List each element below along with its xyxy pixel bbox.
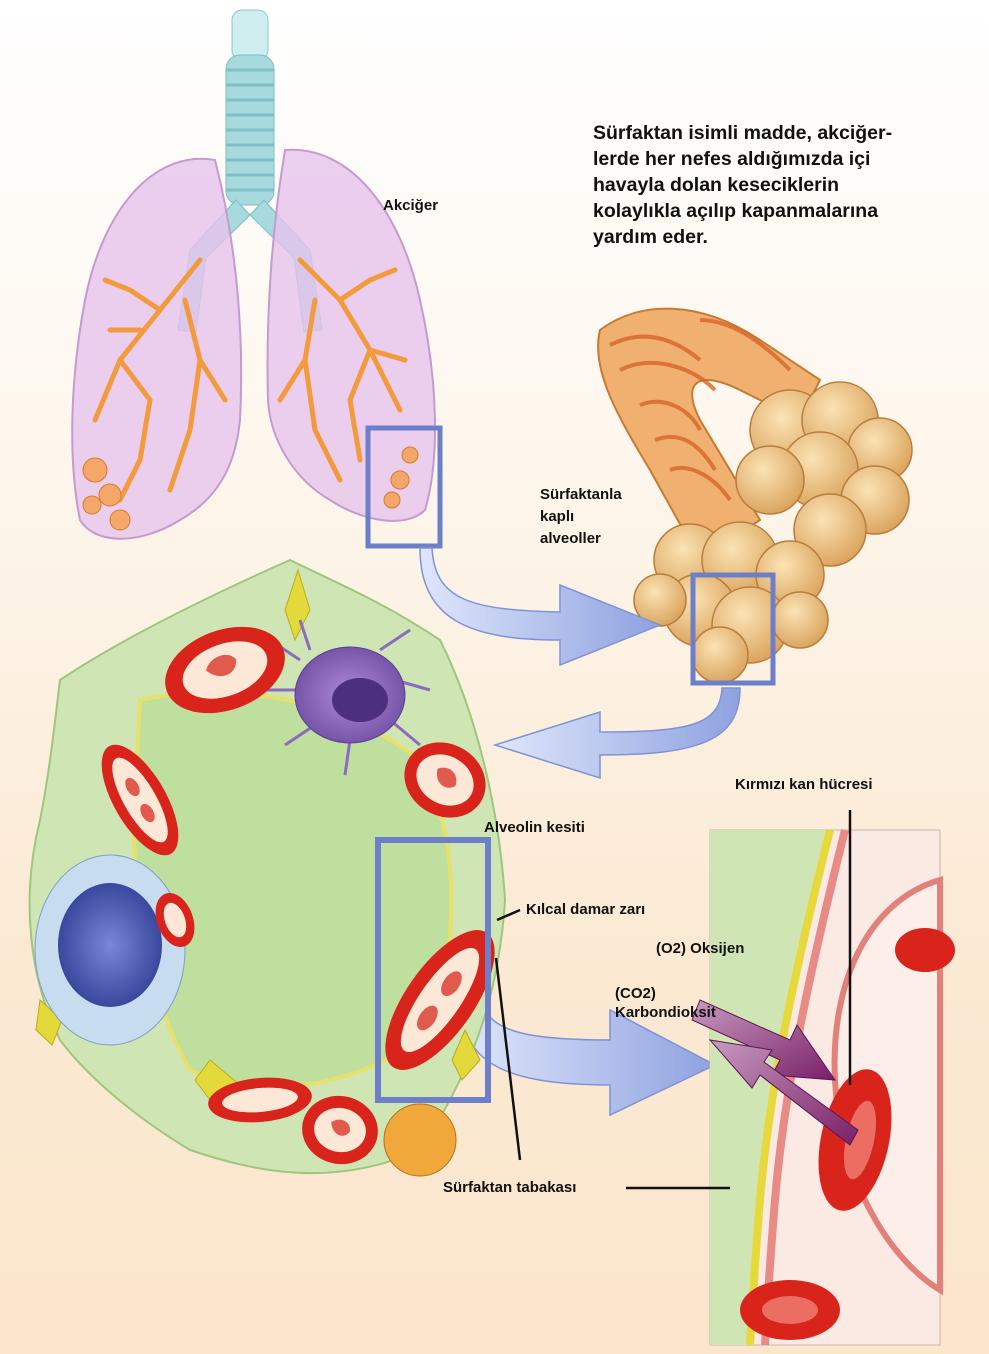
- label-line: alveoller: [540, 528, 622, 550]
- fibroblast-cell: [384, 1104, 456, 1176]
- label-coated-alveoli: Sürfaktanla kaplı alveoller: [540, 484, 622, 550]
- label-co2: (CO2) Karbondioksit: [615, 984, 716, 1022]
- label-capillary-membrane: Kılcal damar zarı: [526, 900, 645, 919]
- type-ii-cell: [35, 855, 185, 1045]
- label-line: Karbondioksit: [615, 1003, 716, 1022]
- label-alveolus-section: Alveolin kesiti: [484, 818, 585, 837]
- arrow-alveoli-to-section: [495, 688, 740, 778]
- intro-line: yardım eder.: [593, 224, 953, 250]
- intro-line: lerde her nefes aldığımızda içi: [593, 146, 953, 172]
- label-oxygen: (O2) Oksijen: [656, 939, 744, 958]
- intro-line: havayla dolan keseciklerin: [593, 172, 953, 198]
- intro-line: Sürfaktan isimli madde, akciğer-: [593, 120, 953, 146]
- label-line: Sürfaktanla: [540, 484, 622, 506]
- label-line: (CO2): [615, 984, 716, 1003]
- alveolus-section: [30, 560, 515, 1176]
- detail-strip: [692, 830, 955, 1345]
- label-red-blood-cell: Kırmızı kan hücresi: [735, 775, 873, 794]
- label-surfactant-layer: Sürfaktan tabakası: [443, 1178, 576, 1197]
- arrow-lung-to-alveoli: [420, 548, 660, 665]
- label-lung: Akciğer: [383, 196, 438, 215]
- intro-text: Sürfaktan isimli madde, akciğer- lerde h…: [593, 120, 953, 250]
- intro-line: kolaylıkla açılıp kapanmalarına: [593, 198, 953, 224]
- lungs: [72, 10, 440, 546]
- label-line: kaplı: [540, 506, 622, 528]
